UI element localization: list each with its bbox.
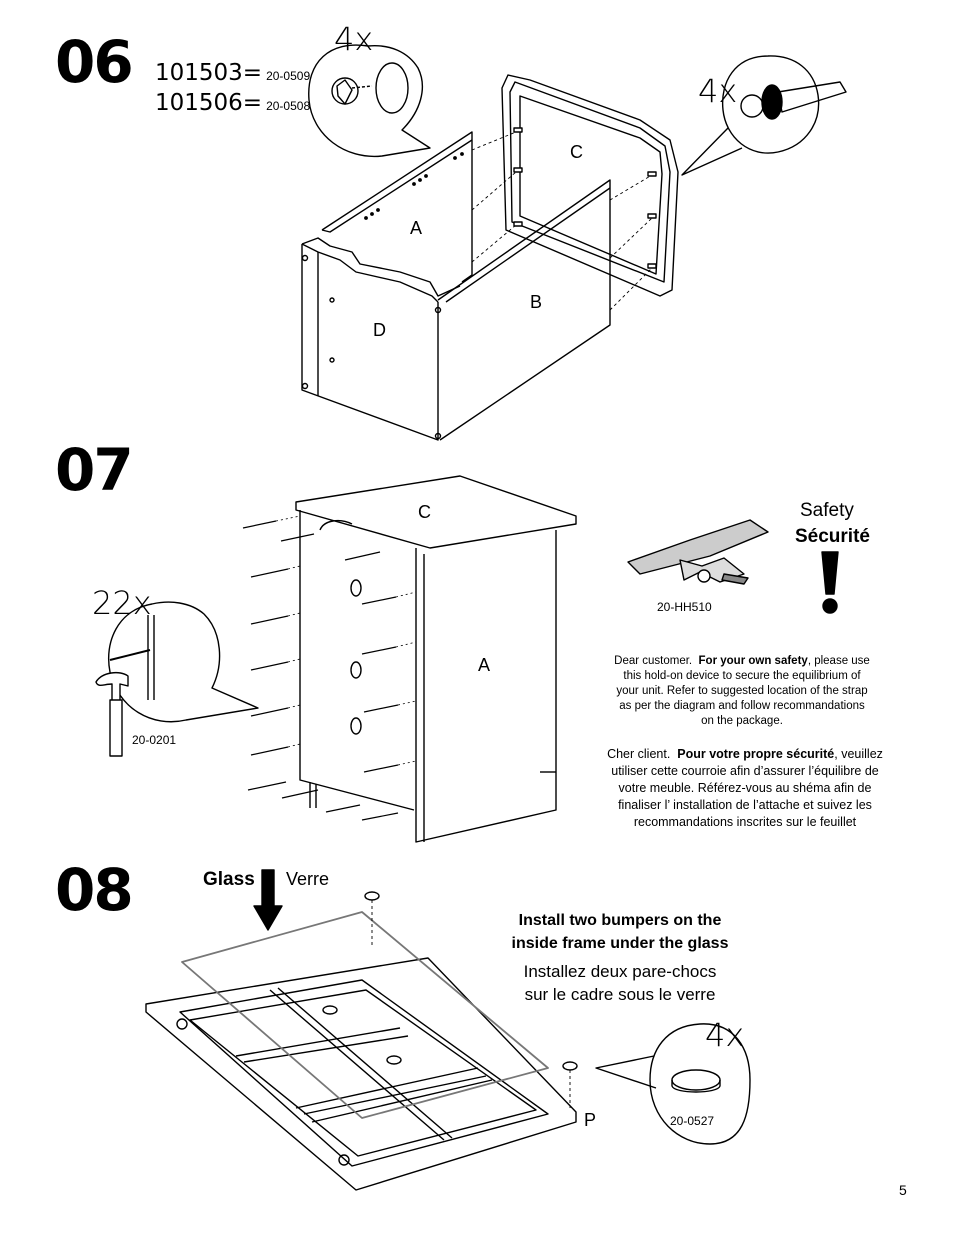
bumper-pads: [176, 891, 578, 1166]
glass-label-fr: Verre: [286, 869, 330, 889]
instruction-line: inside frame under the glass: [511, 935, 729, 952]
note-emphasis: Pour votre propre sécurité: [677, 747, 835, 761]
panel-label-a: A: [478, 655, 491, 675]
safety-strap-icon: [627, 519, 769, 585]
part-number: 20-0509: [266, 69, 311, 83]
part-number: 20-HH510: [657, 600, 712, 614]
step-number-07: 07: [55, 436, 134, 504]
panel-label-d: D: [373, 320, 386, 340]
door-frame: [145, 957, 577, 1191]
note-intro: Cher client.: [607, 747, 671, 761]
glass-pane: [181, 911, 549, 1119]
panel-b-step06: [437, 179, 611, 441]
callout-bubble-left: [308, 44, 431, 158]
note-body: , veuillez utiliser cette courroie afin …: [611, 747, 883, 829]
cam-lock-icon: [331, 62, 409, 114]
panel-c-step06: [501, 74, 679, 297]
panel-label-p: P: [584, 1110, 597, 1130]
cabinet-step07: [295, 475, 577, 843]
step-number-08: 08: [55, 856, 134, 924]
step-number-06: 06: [55, 28, 134, 96]
panel-label-c: C: [570, 142, 583, 162]
panel-a-step06: [321, 131, 473, 283]
part-number: 20-0508: [266, 99, 311, 113]
model-code-1: 101503=20-0509: [155, 60, 310, 86]
hammer-icon: [95, 671, 129, 757]
instruction-line: Installez deux pare-chocs: [523, 962, 717, 981]
assembly-lines-step06: [471, 131, 653, 311]
instruction-line: Install two bumpers on the: [518, 912, 722, 929]
note-intro: Dear customer.: [614, 655, 693, 667]
page-number: 5: [899, 1182, 907, 1198]
safety-note-en: Dear customer. For your own safety, plea…: [612, 654, 872, 729]
quantity-label: 4x: [705, 1016, 745, 1054]
model-number: 101506=: [155, 90, 263, 116]
quantity-label: 4x: [334, 20, 374, 58]
instruction-en: Install two bumpers on the inside frame …: [480, 909, 760, 955]
bumper-guides: [371, 900, 571, 1108]
safety-label-fr: Sécurité: [795, 526, 870, 547]
nails-step07: [242, 515, 417, 821]
model-number: 101503=: [155, 60, 263, 86]
exclamation-icon: [821, 551, 839, 614]
panel-d-step06: [301, 237, 461, 441]
model-code-2: 101506=20-0508: [155, 90, 310, 116]
part-number: 20-0527: [670, 1114, 715, 1128]
quantity-label: 4x: [698, 72, 738, 110]
part-number: 20-0201: [132, 733, 177, 747]
instruction-line: sur le cadre sous le verre: [524, 985, 716, 1004]
note-body: , please use this hold-on device to secu…: [616, 655, 870, 727]
panel-label-c: C: [418, 502, 431, 522]
panel-label-a: A: [410, 218, 423, 238]
callout-bubble-nail: [108, 601, 259, 723]
glass-label-en: Glass: [203, 869, 255, 890]
dowels-step06: [513, 127, 657, 269]
down-arrow-icon: [253, 869, 283, 931]
callout-bubble-right: [681, 55, 820, 176]
callout-bubble-bumper: [595, 1023, 751, 1145]
panel-label-b: B: [530, 292, 543, 312]
quantity-label: 22x: [92, 584, 152, 622]
safety-label-en: Safety: [800, 500, 854, 521]
safety-note-fr: Cher client. Pour votre propre sécurité,…: [600, 746, 890, 831]
screwdriver-icon: [740, 81, 847, 120]
note-emphasis: For your own safety: [698, 655, 808, 667]
instruction-fr: Installez deux pare-chocs sur le cadre s…: [480, 960, 760, 1006]
